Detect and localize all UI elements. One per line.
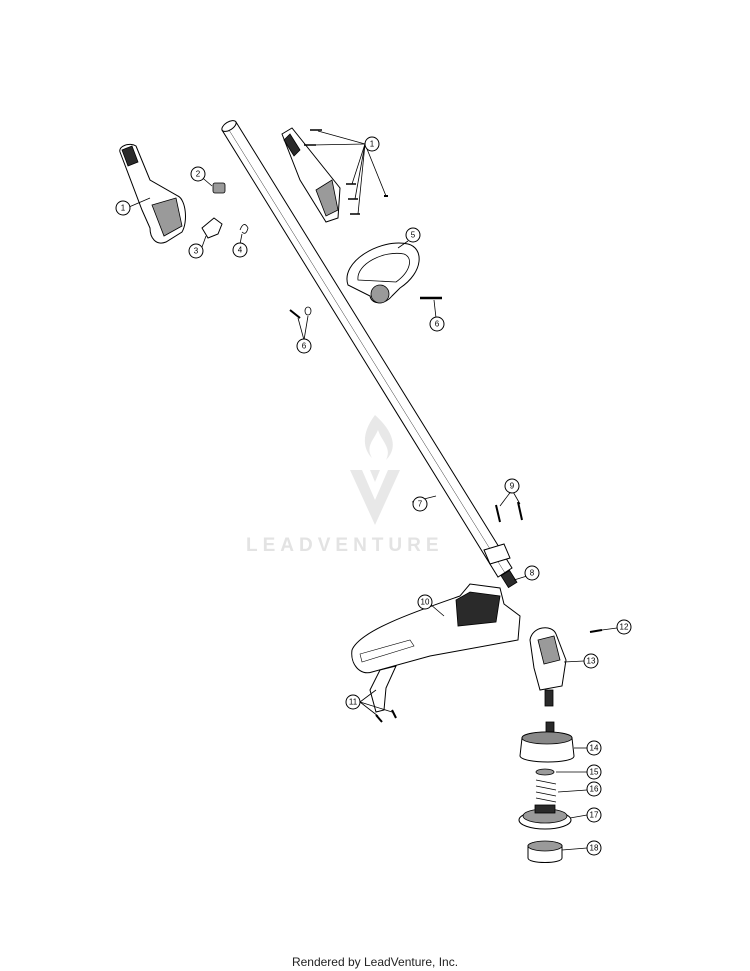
callout-circle bbox=[429, 316, 445, 332]
callout-circle bbox=[296, 338, 312, 354]
callout-circle bbox=[524, 565, 540, 581]
bump-knob-18 bbox=[527, 840, 563, 863]
spring-16 bbox=[535, 779, 557, 803]
callout-number: 3 bbox=[194, 247, 199, 256]
callout-circle bbox=[190, 166, 206, 182]
callout-circle bbox=[115, 200, 131, 216]
callout-number: 11 bbox=[349, 698, 358, 707]
shaft-tube bbox=[221, 120, 513, 578]
trigger-switch bbox=[212, 182, 226, 194]
callout-number: 16 bbox=[590, 785, 599, 794]
callout-number: 2 bbox=[196, 170, 201, 179]
spool-housing bbox=[519, 721, 575, 763]
callout-number: 18 bbox=[590, 844, 599, 853]
callout-number: 15 bbox=[590, 768, 599, 777]
callout-number: 6 bbox=[435, 320, 440, 329]
watermark-logo bbox=[350, 415, 400, 525]
callout-number: 1 bbox=[370, 140, 375, 149]
callout-number: 6 bbox=[302, 342, 307, 351]
callout-number: 17 bbox=[590, 811, 599, 820]
callout-circle bbox=[586, 840, 602, 856]
spool-17 bbox=[518, 804, 572, 830]
footer-credit: Rendered by LeadVenture, Inc. bbox=[291, 955, 459, 969]
callout-circle bbox=[364, 136, 380, 152]
callout-circle bbox=[188, 243, 204, 259]
motor-housing-half bbox=[281, 127, 341, 223]
callout-circle bbox=[232, 242, 248, 258]
eyelet-15 bbox=[535, 768, 555, 776]
screw-12 bbox=[589, 629, 603, 633]
callout-number: 1 bbox=[121, 204, 126, 213]
callout-circle bbox=[583, 653, 599, 669]
gearbox bbox=[529, 627, 567, 707]
callout-circle bbox=[616, 619, 632, 635]
callout-circle bbox=[586, 781, 602, 797]
callout-number: 13 bbox=[587, 657, 596, 666]
callout-circle bbox=[586, 740, 602, 756]
spring-small bbox=[239, 224, 249, 234]
handle-grip bbox=[119, 143, 186, 244]
callout-number: 8 bbox=[530, 569, 535, 578]
guard-bracket bbox=[369, 665, 397, 723]
callout-circle bbox=[405, 227, 421, 243]
callout-circle bbox=[345, 694, 361, 710]
callout-number: 4 bbox=[238, 246, 243, 255]
callout-circle bbox=[586, 764, 602, 780]
callout-circle bbox=[412, 496, 428, 512]
drive-shaft-end bbox=[500, 569, 518, 589]
tube-clamp bbox=[483, 543, 511, 565]
trimmer-guard bbox=[351, 583, 521, 674]
leader-lines bbox=[128, 130, 618, 851]
callout-number: 10 bbox=[421, 598, 430, 607]
callout-number: 14 bbox=[590, 744, 599, 753]
bolt-6-left bbox=[289, 306, 312, 319]
assist-handle bbox=[346, 242, 420, 304]
callout-circle bbox=[417, 594, 433, 610]
callout-number: 7 bbox=[418, 500, 423, 509]
trigger-lever bbox=[201, 217, 223, 239]
bolts-9 bbox=[495, 501, 523, 523]
callout-circle bbox=[586, 807, 602, 823]
callout-number: 9 bbox=[510, 482, 515, 491]
watermark-text: LEADVENTURE bbox=[246, 535, 444, 556]
callout-circle bbox=[504, 478, 520, 494]
callout-number: 5 bbox=[411, 231, 416, 240]
callout-number: 12 bbox=[620, 623, 629, 632]
